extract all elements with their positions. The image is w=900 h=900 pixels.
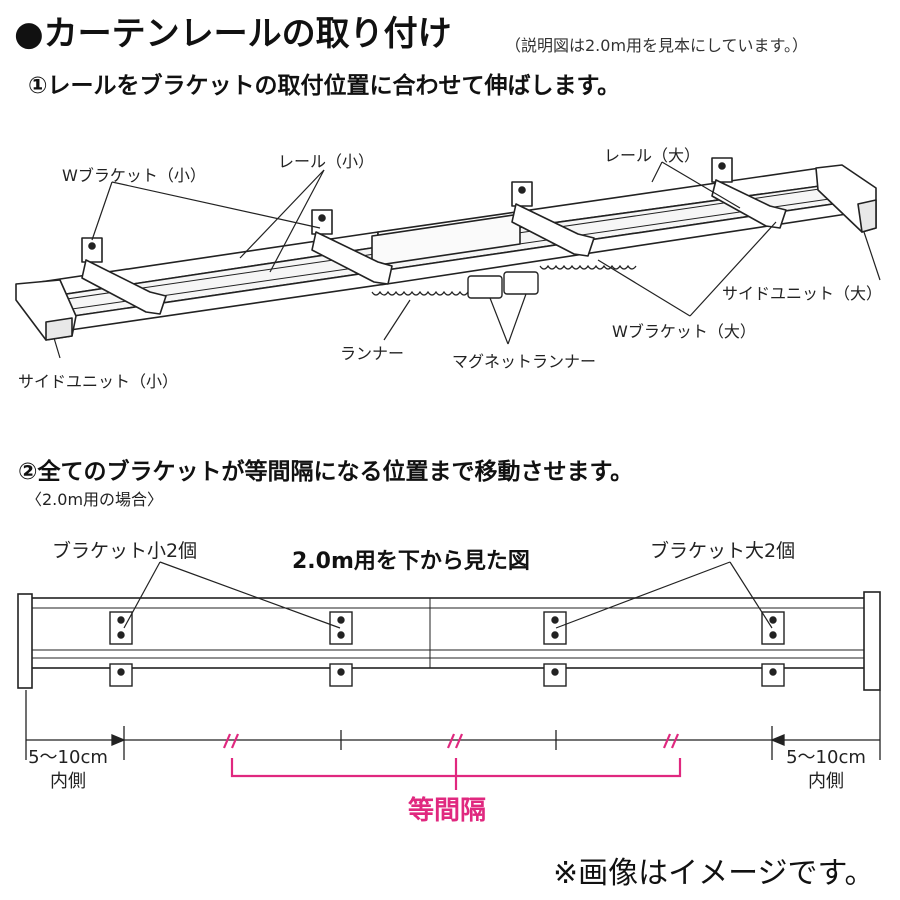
label-side-unit-small: サイドユニット（小） [18, 372, 179, 391]
right-gap-label: 5～10cm 内側 [776, 746, 876, 794]
label-runner: ランナー [340, 344, 405, 363]
image-disclaimer: ※画像はイメージです。 [553, 856, 875, 891]
right-gap-value: 5～10cm [786, 747, 866, 768]
title-note: （説明図は2.0m用を見本にしています。） [505, 36, 808, 55]
end-cap-right [863, 591, 881, 691]
step2-leader-lines [123, 561, 773, 629]
label-w-bracket-small: Wブラケット（小） [62, 166, 206, 185]
step2-subheading: 〈2.0m用の場合〉 [26, 490, 164, 509]
runners [371, 264, 637, 296]
label-w-bracket-large: Wブラケット（大） [612, 322, 756, 341]
brackets-bottom-view [109, 611, 785, 687]
step2-heading: ②全てのブラケットが等間隔になる位置まで移動させます。 [18, 459, 634, 485]
w-bracket-large-2 [711, 157, 787, 229]
step1-heading: ①レールをブラケットの取付位置に合わせて伸ばします。 [28, 73, 621, 99]
label-bracket-small-count: ブラケット小2個 [52, 540, 198, 562]
label-magnet-runner: マグネットランナー [452, 352, 597, 371]
left-gap-value: 5～10cm [28, 747, 108, 768]
end-cap-left [17, 593, 33, 689]
label-rail-small: レール（小） [278, 152, 375, 171]
label-side-unit-large: サイドユニット（大） [722, 284, 883, 303]
w-bracket-small-2 [311, 209, 393, 285]
rail-bottom-view [25, 597, 873, 669]
page-title: ●カーテンレールの取り付け [14, 14, 452, 54]
w-bracket-small-1 [81, 237, 167, 315]
bottom-view-title: 2.0m用を下から見た図 [292, 549, 530, 574]
dimension-line [25, 690, 881, 760]
w-bracket-large-1 [511, 181, 595, 257]
label-bracket-large-count: ブラケット大2個 [650, 540, 796, 562]
magnet-runners [467, 271, 539, 299]
equal-spacing-label: 等間隔 [408, 796, 487, 826]
equal-spacing-marks [222, 733, 682, 790]
rail-joint [371, 213, 521, 267]
left-gap-side: 内側 [50, 771, 86, 792]
label-rail-large: レール（大） [604, 146, 701, 165]
step1-leader-lines [53, 161, 881, 359]
right-gap-side: 内側 [808, 771, 844, 792]
left-gap-label: 5～10cm 内側 [18, 746, 118, 794]
